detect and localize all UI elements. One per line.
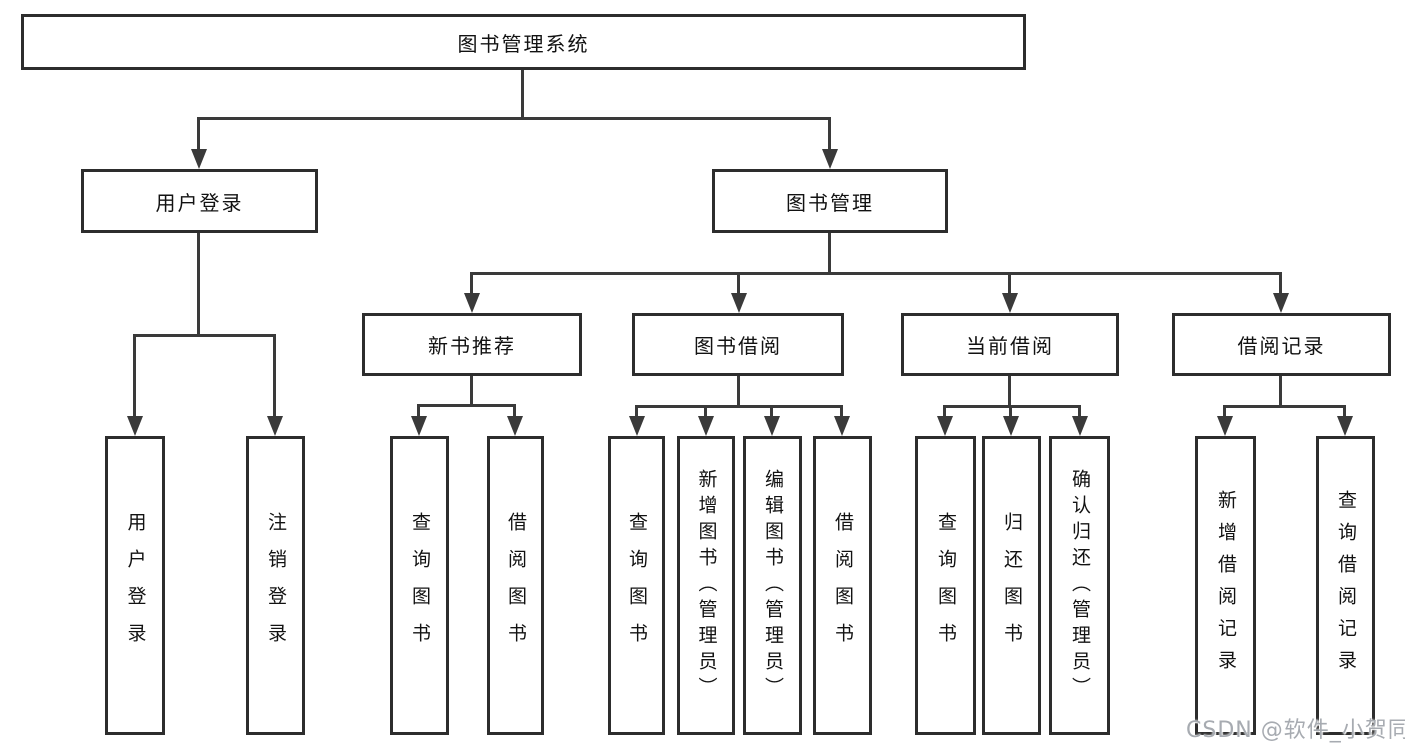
arrowhead-leaf-login-icon (127, 416, 143, 436)
node-current-borrow: 当前借阅 (901, 313, 1119, 376)
connector-drop-leaf-logout (273, 334, 276, 418)
node-br-add-record: 新增借阅记录 (1195, 436, 1256, 735)
connector-new-book-rec-splitter (417, 404, 516, 407)
node-bb-query-book: 查询图书 (608, 436, 665, 735)
node-br-add-record-label: 新增借阅记录 (1215, 489, 1237, 682)
arrowhead-nbr-borrow-icon (507, 416, 523, 436)
node-cb-return-book: 归还图书 (982, 436, 1041, 735)
node-br-query-record-label: 查询借阅记录 (1335, 489, 1357, 682)
node-bb-add-book-admin-label: 新增图书（管理员） (695, 468, 718, 703)
connector-drop-book-mgmt (828, 117, 831, 152)
node-cb-confirm-return-admin: 确认归还（管理员） (1049, 436, 1110, 735)
node-new-book-rec: 新书推荐 (362, 313, 582, 376)
connector-drop-new-book-rec (470, 272, 473, 295)
connector-current-borrow-splitter (943, 405, 1081, 408)
node-book-mgmt: 图书管理 (712, 169, 948, 233)
node-bb-borrow-book-label: 借阅图书 (832, 511, 854, 660)
arrowhead-bb-query-icon (629, 416, 645, 436)
node-nbr-borrow-book: 借阅图书 (487, 436, 544, 735)
connector-borrow-records-stem (1279, 374, 1282, 408)
node-nbr-query-book: 查询图书 (390, 436, 449, 735)
node-br-query-record: 查询借阅记录 (1316, 436, 1375, 735)
connector-drop-bb-edit (770, 405, 773, 419)
connector-drop-bb-query (635, 405, 638, 419)
node-book-borrow: 图书借阅 (632, 313, 844, 376)
node-user-login-label: 用户登录 (155, 190, 244, 215)
node-borrow-records-label: 借阅记录 (1237, 334, 1326, 358)
arrowhead-cb-confirm-icon (1072, 416, 1088, 436)
connector-current-borrow-stem (1008, 374, 1011, 408)
arrowhead-nbr-query-icon (411, 416, 427, 436)
connector-book-mgmt-splitter (470, 272, 1282, 275)
node-leaf-login: 用户登录 (105, 436, 165, 735)
node-leaf-logout: 注销登录 (246, 436, 305, 735)
connector-book-borrow-splitter (635, 405, 843, 408)
arrowhead-br-add-icon (1217, 416, 1233, 436)
arrowhead-borrow-records-icon (1273, 293, 1289, 313)
arrowhead-current-borrow-icon (1002, 293, 1018, 313)
connector-user-login-stem (197, 231, 200, 336)
connector-drop-current-borrow (1008, 272, 1011, 295)
node-bb-query-book-label: 查询图书 (626, 511, 648, 660)
connector-drop-bb-add (704, 405, 707, 419)
arrowhead-book-mgmt-icon (822, 149, 838, 169)
node-new-book-rec-label: 新书推荐 (428, 334, 516, 358)
connector-drop-book-borrow (737, 272, 740, 295)
connector-book-borrow-stem (737, 374, 740, 408)
node-user-login: 用户登录 (81, 169, 318, 233)
connector-drop-borrow-records (1279, 272, 1282, 295)
node-cb-query-book-label: 查询图书 (935, 511, 957, 660)
node-leaf-login-label: 用户登录 (124, 511, 147, 660)
connector-drop-cb-query (943, 405, 946, 419)
connector-drop-cb-return (1009, 405, 1012, 419)
connector-drop-bb-borrow (840, 405, 843, 419)
node-leaf-logout-label: 注销登录 (265, 511, 287, 660)
connector-level1-splitter (197, 117, 831, 120)
connector-drop-user-login (197, 117, 200, 152)
node-cb-confirm-return-admin-label: 确认归还（管理员） (1069, 468, 1091, 703)
node-current-borrow-label: 当前借阅 (966, 334, 1054, 358)
arrowhead-user-login-icon (191, 149, 207, 169)
arrowhead-bb-add-icon (698, 416, 714, 436)
connector-drop-leaf-login (133, 334, 136, 418)
node-book-mgmt-label: 图书管理 (786, 190, 874, 215)
arrowhead-leaf-logout-icon (267, 416, 283, 436)
arrowhead-book-borrow-icon (731, 293, 747, 313)
node-borrow-records: 借阅记录 (1172, 313, 1391, 376)
node-bb-edit-book-admin: 编辑图书（管理员） (743, 436, 802, 735)
node-cb-query-book: 查询图书 (915, 436, 976, 735)
node-root: 图书管理系统 (21, 14, 1026, 70)
node-nbr-query-book-label: 查询图书 (409, 511, 431, 660)
connector-user-login-splitter (133, 334, 276, 337)
arrowhead-bb-borrow-icon (834, 416, 850, 436)
arrowhead-new-book-rec-icon (464, 293, 480, 313)
connector-drop-nbr-borrow (513, 404, 516, 419)
node-bb-borrow-book: 借阅图书 (813, 436, 872, 735)
arrowhead-bb-edit-icon (764, 416, 780, 436)
connector-new-book-rec-stem (470, 374, 473, 407)
arrowhead-br-query-icon (1337, 416, 1353, 436)
node-cb-return-book-label: 归还图书 (1001, 511, 1023, 660)
connector-book-mgmt-stem (828, 231, 831, 274)
arrowhead-cb-return-icon (1003, 416, 1019, 436)
node-root-label: 图书管理系统 (457, 31, 590, 56)
node-nbr-borrow-book-label: 借阅图书 (505, 511, 527, 660)
connector-drop-cb-confirm (1078, 405, 1081, 419)
node-bb-edit-book-admin-label: 编辑图书（管理员） (762, 468, 784, 703)
arrowhead-cb-query-icon (937, 416, 953, 436)
connector-drop-br-query (1343, 405, 1346, 419)
node-book-borrow-label: 图书借阅 (694, 334, 782, 358)
connector-drop-nbr-query (417, 404, 420, 419)
node-bb-add-book-admin: 新增图书（管理员） (677, 436, 735, 735)
connector-borrow-records-splitter (1223, 405, 1346, 408)
connector-drop-br-add (1223, 405, 1226, 419)
csdn-watermark: CSDN @软件_小贺同学 (1186, 718, 1405, 743)
connector-root-stem (521, 68, 524, 119)
